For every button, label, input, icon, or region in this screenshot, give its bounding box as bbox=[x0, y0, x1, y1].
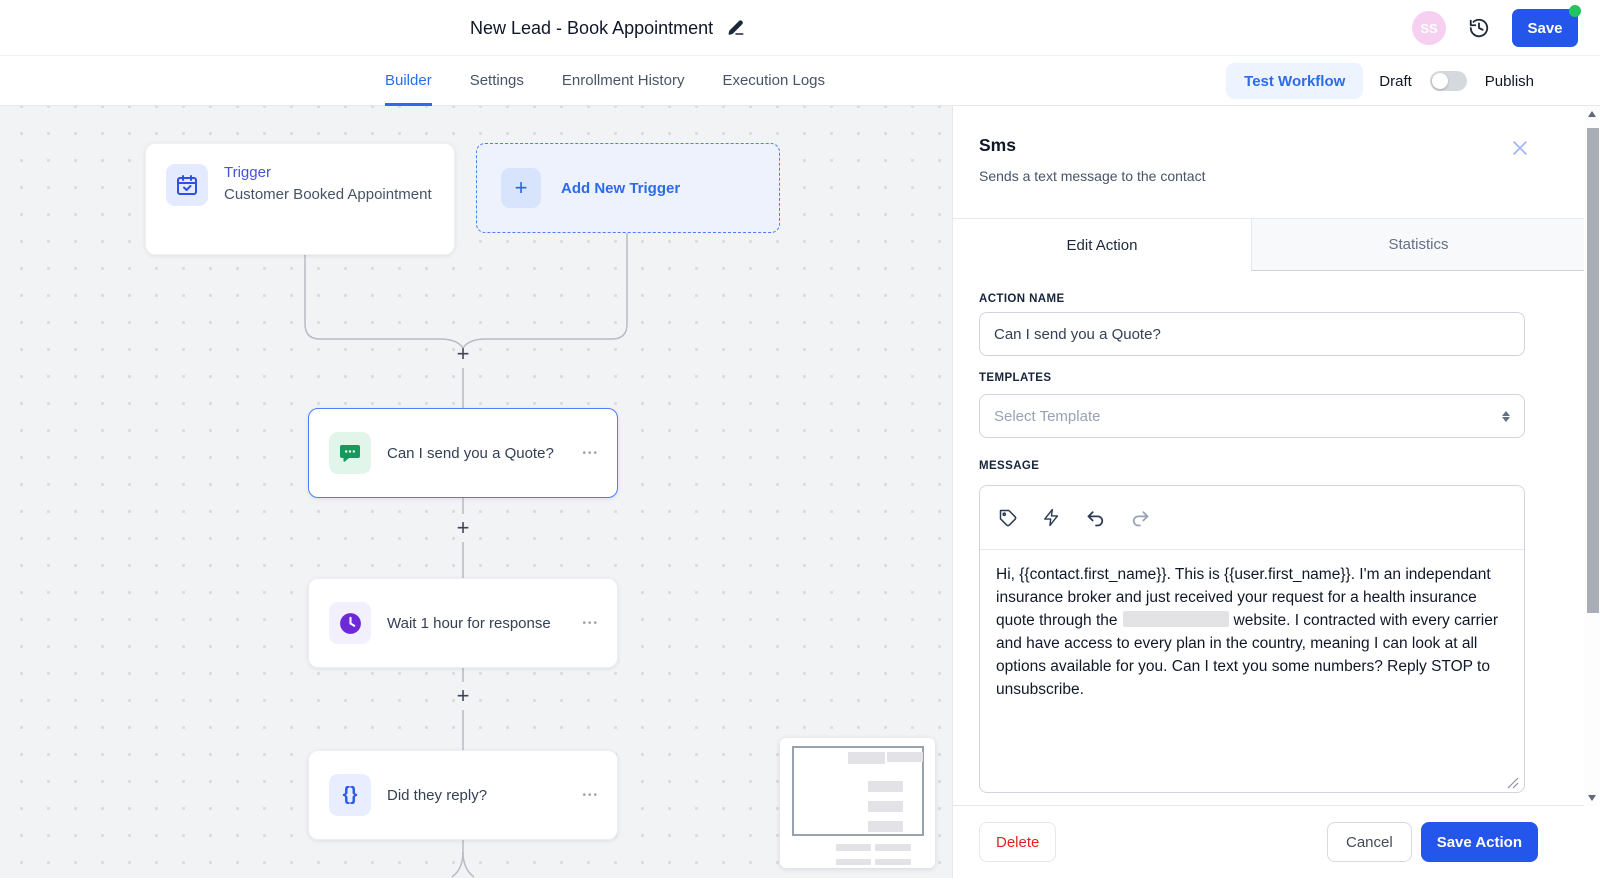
add-step-button-1[interactable]: + bbox=[456, 341, 470, 366]
node-menu-button[interactable]: ••• bbox=[582, 617, 599, 629]
custom-values-tag-icon[interactable] bbox=[998, 508, 1018, 528]
save-button[interactable]: Save bbox=[1512, 5, 1581, 47]
trigger-title: Customer Booked Appointment bbox=[224, 186, 432, 203]
clock-icon bbox=[329, 602, 371, 644]
draft-label: Draft bbox=[1379, 72, 1412, 90]
tab-builder[interactable]: Builder bbox=[385, 56, 432, 106]
delete-button[interactable]: Delete bbox=[979, 822, 1057, 862]
test-workflow-button[interactable]: Test Workflow bbox=[1226, 63, 1364, 99]
tab-statistics[interactable]: Statistics bbox=[1251, 219, 1585, 271]
add-step-button-2[interactable]: + bbox=[456, 515, 470, 540]
resize-handle[interactable] bbox=[1507, 776, 1519, 789]
workflow-title-wrap: New Lead - Book Appointment bbox=[470, 0, 747, 56]
message-textarea[interactable]: Hi, {{contact.first_name}}. This is {{us… bbox=[980, 550, 1524, 714]
tabs-group: Builder Settings Enrollment History Exec… bbox=[385, 56, 825, 106]
tab-edit-action[interactable]: Edit Action bbox=[953, 219, 1251, 271]
template-select-placeholder: Select Template bbox=[994, 407, 1101, 425]
node-title: Wait 1 hour for response bbox=[387, 614, 551, 632]
add-new-trigger-button[interactable]: + Add New Trigger bbox=[476, 143, 780, 233]
node-title: Did they reply? bbox=[387, 786, 488, 804]
tab-enrollment-history[interactable]: Enrollment History bbox=[561, 72, 685, 89]
minimap-node bbox=[836, 844, 871, 851]
workflow-canvas[interactable]: Trigger Customer Booked Appointment + Ad… bbox=[0, 106, 952, 878]
add-new-trigger-label: Add New Trigger bbox=[561, 179, 681, 197]
action-name-input[interactable] bbox=[979, 312, 1525, 356]
cancel-button[interactable]: Cancel bbox=[1326, 822, 1412, 862]
message-text-before: Hi, {{contact.first_name}}. This is {{us… bbox=[996, 566, 1491, 629]
panel-subtitle: Sends a text message to the contact bbox=[979, 168, 1206, 184]
message-label: MESSAGE bbox=[979, 460, 1040, 472]
edit-title-icon[interactable] bbox=[727, 18, 747, 38]
minimap-node bbox=[875, 859, 911, 865]
trigger-text: Trigger Customer Booked Appointment bbox=[224, 164, 432, 234]
trigger-links-lightning-icon[interactable] bbox=[1042, 508, 1062, 528]
save-button-label: Save bbox=[1527, 19, 1563, 37]
save-action-button[interactable]: Save Action bbox=[1420, 822, 1538, 862]
scrollbar-thumb[interactable] bbox=[1587, 128, 1599, 613]
message-text-after: website. I contracted with every carrier… bbox=[996, 612, 1498, 698]
sms-icon bbox=[329, 432, 371, 474]
chevron-up-down-icon bbox=[1502, 410, 1510, 422]
action-editor-panel: Sms Sends a text message to the contact … bbox=[952, 106, 1600, 878]
redo-icon[interactable] bbox=[1130, 508, 1150, 528]
avatar[interactable]: SS bbox=[1412, 11, 1446, 45]
publish-label: Publish bbox=[1484, 72, 1534, 90]
message-editor: Hi, {{contact.first_name}}. This is {{us… bbox=[979, 485, 1525, 793]
minimap-node bbox=[868, 801, 903, 812]
template-select[interactable]: Select Template bbox=[979, 394, 1525, 438]
node-condition[interactable]: {} Did they reply? ••• bbox=[308, 750, 618, 840]
publish-toggle-knob bbox=[1431, 73, 1448, 89]
minimap-node bbox=[848, 752, 885, 764]
trigger-node[interactable]: Trigger Customer Booked Appointment bbox=[145, 143, 455, 255]
action-name-label: ACTION NAME bbox=[979, 293, 1065, 305]
panel-tabs: Edit Action Statistics bbox=[953, 218, 1585, 271]
calendar-check-icon bbox=[166, 164, 208, 206]
tab-bar: Builder Settings Enrollment History Exec… bbox=[0, 56, 1600, 106]
node-title: Can I send you a Quote? bbox=[387, 444, 554, 462]
version-history-icon[interactable] bbox=[1468, 17, 1490, 39]
unsaved-changes-dot bbox=[1569, 5, 1581, 17]
header-right-controls: SS Save bbox=[1412, 0, 1581, 56]
node-sms[interactable]: Can I send you a Quote? ••• bbox=[308, 408, 618, 498]
undo-icon[interactable] bbox=[1086, 508, 1106, 528]
publish-toggle[interactable] bbox=[1429, 71, 1467, 91]
panel-title: Sms bbox=[979, 135, 1016, 155]
message-toolbar bbox=[980, 486, 1524, 550]
minimap-node bbox=[868, 821, 903, 832]
scroll-down-arrow-icon[interactable] bbox=[1584, 790, 1600, 806]
tab-settings[interactable]: Settings bbox=[469, 72, 524, 89]
redacted-text-block bbox=[1122, 611, 1229, 627]
minimap-node bbox=[836, 859, 871, 865]
minimap-node bbox=[868, 781, 903, 792]
minimap-node bbox=[875, 844, 911, 851]
node-menu-button[interactable]: ••• bbox=[582, 789, 599, 801]
page-title: New Lead - Book Appointment bbox=[470, 17, 714, 38]
panel-scrollbar[interactable] bbox=[1584, 106, 1600, 806]
minimap-node bbox=[887, 752, 923, 762]
panel-footer: Delete Cancel Save Action bbox=[953, 805, 1600, 878]
node-wait[interactable]: Wait 1 hour for response ••• bbox=[308, 578, 618, 668]
trigger-type-label: Trigger bbox=[224, 164, 271, 181]
plus-icon: + bbox=[501, 168, 541, 208]
templates-label: TEMPLATES bbox=[979, 372, 1052, 384]
braces-icon: {} bbox=[329, 774, 371, 816]
main-area: Trigger Customer Booked Appointment + Ad… bbox=[0, 106, 1600, 878]
scroll-up-arrow-icon[interactable] bbox=[1584, 106, 1600, 122]
close-icon[interactable] bbox=[1510, 138, 1530, 158]
header: New Lead - Book Appointment SS Save bbox=[0, 0, 1600, 56]
minimap[interactable] bbox=[780, 738, 935, 868]
add-step-button-3[interactable]: + bbox=[456, 683, 470, 708]
tab-execution-logs[interactable]: Execution Logs bbox=[722, 72, 826, 89]
footer-right-buttons: Cancel Save Action bbox=[1326, 822, 1538, 862]
tabbar-right-controls: Test Workflow Draft Publish bbox=[1226, 56, 1534, 106]
node-menu-button[interactable]: ••• bbox=[582, 447, 599, 459]
